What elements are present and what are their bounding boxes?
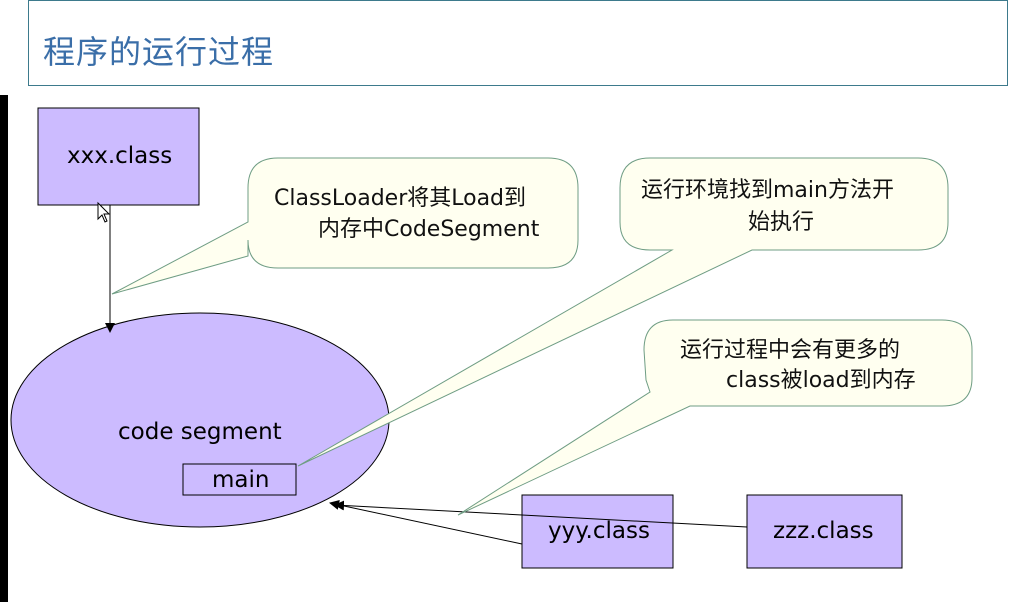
callout-classloader-line1: ClassLoader将其Load到	[274, 186, 527, 211]
main-label: main	[212, 467, 270, 493]
title-box: 程序的运行过程	[28, 0, 1008, 86]
callout-classloader-bubble	[111, 157, 579, 295]
yyy-class-label: yyy.class	[548, 518, 650, 544]
mouse-cursor-icon	[97, 201, 111, 223]
callout-runtime-line1: 运行环境找到main方法开	[641, 178, 894, 203]
xxx-class-box	[37, 107, 200, 206]
left-edge-bar	[0, 95, 8, 602]
page-title: 程序的运行过程	[43, 33, 275, 71]
main-box	[182, 463, 297, 496]
callout-more-classes-line1: 运行过程中会有更多的	[680, 338, 901, 363]
code-segment-label: code segment	[118, 419, 282, 445]
callout-classloader-line2: 内存中CodeSegment	[318, 217, 540, 242]
callout-runtime-bubble	[297, 157, 949, 467]
xxx-class-label: xxx.class	[67, 143, 173, 169]
arrow-yyy-to-code-segment	[329, 499, 523, 545]
zzz-class-label: zzz.class	[773, 518, 874, 544]
arrow-zzz-to-code-segment	[334, 500, 748, 528]
yyy-class-box	[521, 494, 674, 569]
zzz-class-box	[746, 494, 903, 569]
callout-runtime-line2: 始执行	[748, 210, 815, 235]
callout-more-classes-bubble	[457, 319, 973, 516]
callout-more-classes-line2: class被load到内存	[726, 368, 916, 393]
